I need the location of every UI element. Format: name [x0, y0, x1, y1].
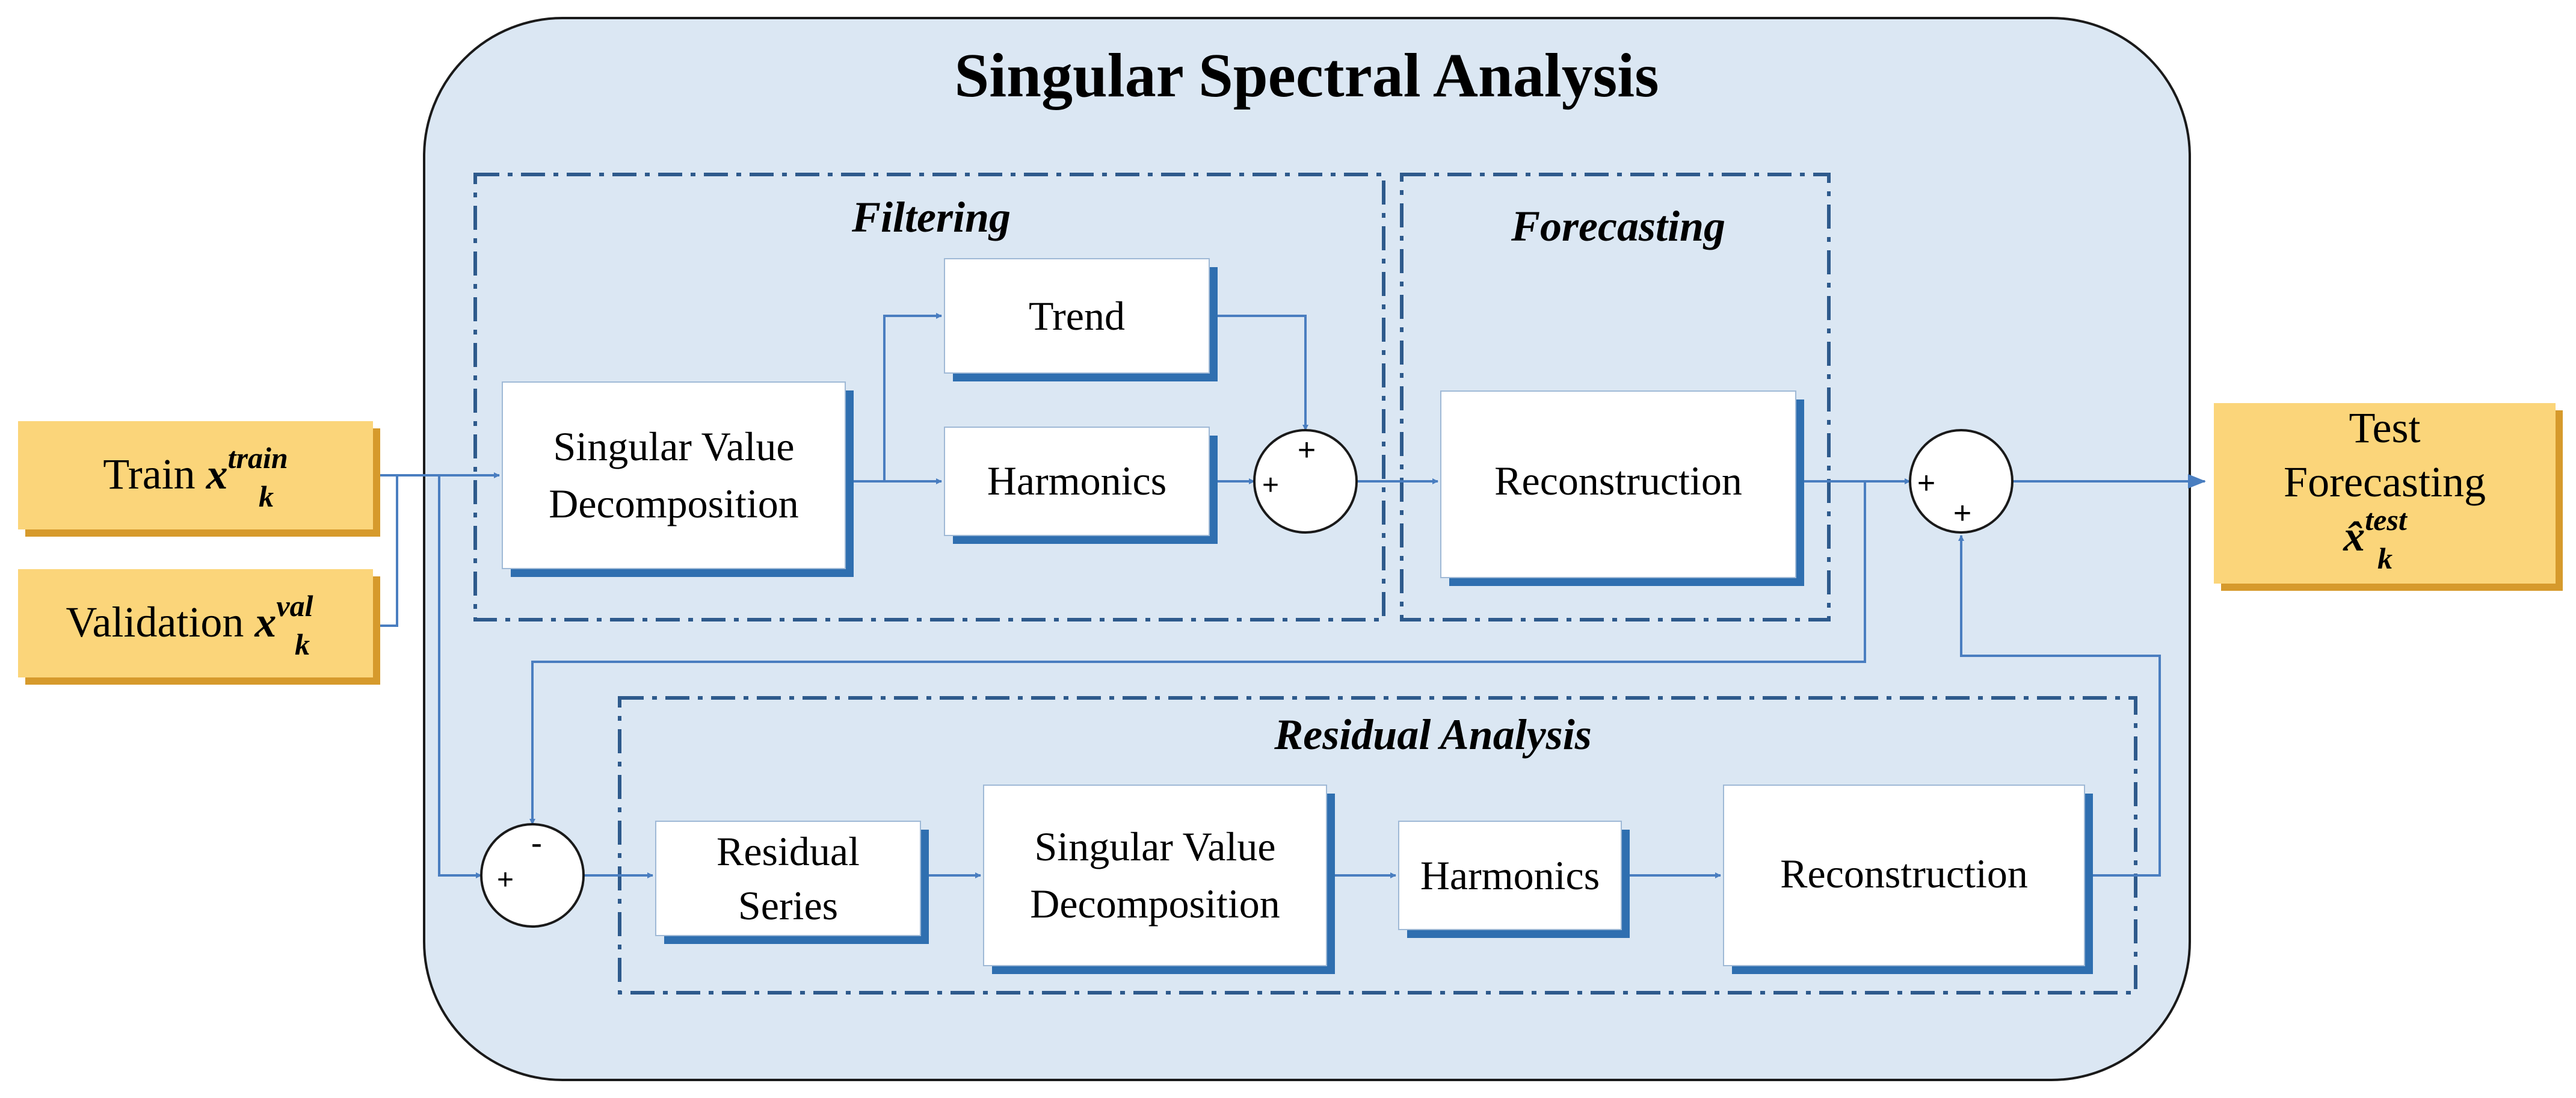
output-sum-junction: + + — [1909, 429, 2014, 534]
harmonics-top-label: Harmonics — [987, 458, 1166, 504]
validation-variable: x — [254, 598, 276, 646]
harmonics-block-top: Harmonics — [944, 427, 1218, 544]
output-variable: x̂ — [2343, 512, 2365, 560]
svd-bottom-line1: Singular Value — [1034, 824, 1275, 869]
svd-top-line2: Decomposition — [549, 481, 799, 526]
residual-diff-top-sign: - — [531, 824, 543, 862]
train-input: Train xtrain k — [18, 421, 380, 537]
train-variable: x — [206, 450, 228, 498]
output-sum-left-sign: + — [1917, 466, 1935, 501]
svd-bottom-line2: Decomposition — [1030, 881, 1280, 927]
panel-title: Singular Spectral Analysis — [954, 41, 1659, 110]
residual-series-block: Residual Series — [655, 821, 929, 944]
reconstruction-block-top: Reconstruction — [1440, 390, 1804, 586]
output-line1: Test — [2349, 404, 2421, 452]
residual-analysis-label: Residual Analysis — [1274, 711, 1591, 759]
reconstruction-top-label: Reconstruction — [1494, 458, 1742, 504]
train-subscript: k — [259, 480, 274, 513]
trend-to-sum-line — [1212, 315, 1308, 431]
filter-sum-junction: + + — [1253, 429, 1358, 534]
filtering-label: Filtering — [851, 193, 1011, 241]
output-superscript: test — [2365, 503, 2408, 537]
reconstruction-bottom-label: Reconstruction — [1780, 851, 2028, 896]
validation-superscript: val — [276, 589, 313, 623]
test-forecasting-output: Test Forecasting x̂test k — [2214, 403, 2563, 591]
svg-text:Validation xval: Validation xval — [66, 589, 313, 646]
train-label: Train — [103, 450, 206, 498]
residual-series-line2: Series — [738, 883, 838, 928]
svd-block-top: Singular Value Decomposition — [502, 381, 854, 577]
residual-series-line1: Residual — [716, 828, 860, 874]
output-sum-bottom-sign: + — [1953, 496, 1971, 531]
forecasting-group — [1400, 173, 1831, 621]
validation-line — [376, 475, 398, 627]
svd-block-bottom: Singular Value Decomposition — [983, 785, 1335, 974]
reconstruction-feedback-line — [529, 481, 1866, 825]
output-line2: Forecasting — [2284, 458, 2486, 506]
residual-group — [618, 696, 2137, 995]
filter-sum-top-sign: + — [1298, 433, 1316, 467]
train-superscript: train — [228, 441, 288, 475]
trend-label: Trend — [1029, 293, 1125, 339]
svg-text:x̂test: x̂test — [2343, 503, 2408, 560]
validation-subscript: k — [295, 628, 310, 661]
svd-top-line1: Singular Value — [553, 424, 794, 469]
filter-sum-left-sign: + — [1262, 469, 1279, 501]
reconstruction-block-bottom: Reconstruction — [1723, 785, 2093, 974]
residual-diff-left-sign: + — [497, 864, 514, 896]
to-residual-sum-line — [438, 475, 482, 878]
filtering-group — [473, 173, 1385, 621]
svg-text:Train xtrain: Train xtrain — [103, 441, 288, 498]
output-subscript: k — [2377, 541, 2393, 575]
residual-diff-junction: - + — [480, 823, 585, 928]
harmonics-block-bottom: Harmonics — [1398, 821, 1630, 938]
harmonics-bottom-label: Harmonics — [1420, 853, 1600, 898]
validation-label: Validation — [66, 598, 254, 646]
forecasting-label: Forecasting — [1511, 202, 1725, 250]
trend-block: Trend — [944, 258, 1218, 381]
validation-input: Validation xval k — [18, 569, 380, 685]
residual-reconstruction-to-output-sum-line — [1958, 535, 2161, 877]
